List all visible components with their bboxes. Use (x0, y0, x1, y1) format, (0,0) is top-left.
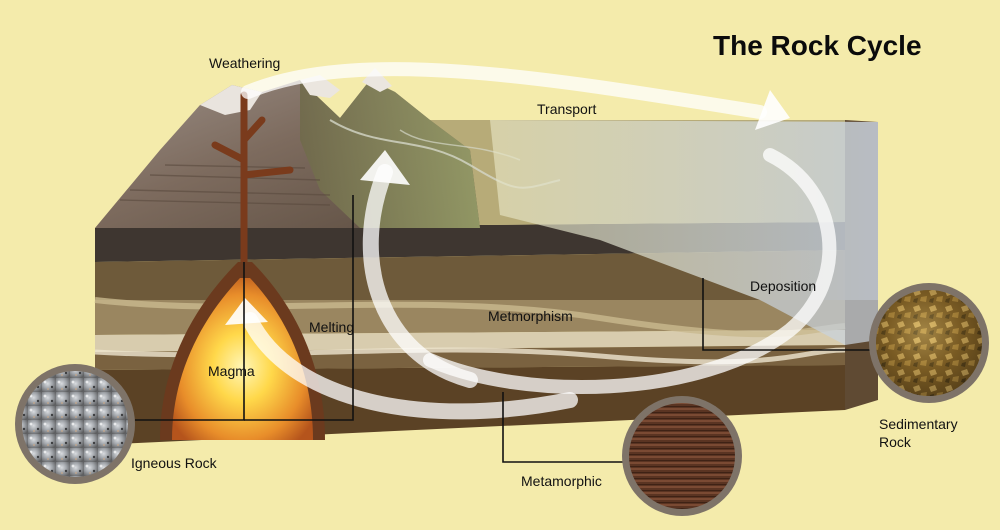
sedimentary-leader (702, 278, 872, 351)
transport-arrow (241, 62, 767, 119)
sedimentary-rock-sample (869, 283, 989, 403)
transport-label: Transport (537, 101, 597, 117)
magma-label: Magma (208, 363, 255, 379)
melting-label: Melting (309, 319, 355, 335)
igneous-rock-label: Igneous Rock (131, 455, 217, 471)
sedimentary-rock-label: Sedimentary Rock (879, 416, 958, 450)
cycle-arrows (225, 62, 837, 420)
melting-arrow (242, 312, 578, 420)
metamorphic-leader (502, 392, 625, 463)
metamorphism-arrow (362, 164, 478, 388)
melting-arrowhead (225, 298, 268, 325)
transport-arrowhead (755, 90, 790, 130)
leader-lines (135, 195, 872, 463)
weathering-label: Weathering (209, 55, 281, 71)
melting-leader (244, 195, 354, 421)
deposition-arrow (423, 148, 837, 394)
deposition-label: Deposition (750, 278, 817, 294)
metamorphic-rock-sample (622, 396, 742, 516)
diagram-title: The Rock Cycle (713, 30, 922, 61)
igneous-rock-sample (15, 364, 135, 484)
magma-chamber (160, 262, 325, 440)
metamorphism-arrowhead (360, 150, 410, 185)
metamorphic-label: Metamorphic (521, 473, 602, 489)
metamorphism-label: Metmorphism (488, 308, 573, 324)
